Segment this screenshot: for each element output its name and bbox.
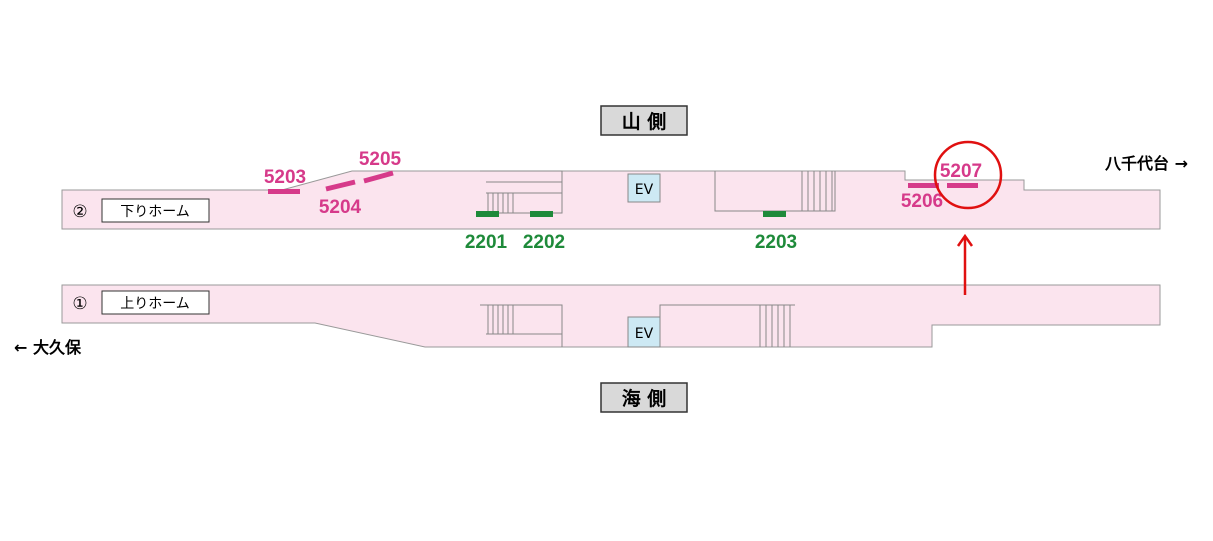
direction-okubo: ← 大久保 [14,338,82,357]
elevator: EV [627,316,661,348]
svg-text:海 側: 海 側 [622,387,667,410]
elevator: EV [627,173,661,203]
marker-2201-bar [476,211,499,217]
marker-2202-label: 2202 [523,232,565,253]
marker-2202-bar [530,211,553,217]
marker-5205-label: 5205 [359,149,402,170]
platform-1 [61,284,1161,348]
svg-text:上りホーム: 上りホーム [120,296,190,312]
svg-text:EV: EV [635,182,654,198]
platform-2 [61,170,1161,230]
direction-yachiyodai: 八千代台 → [1104,154,1188,173]
marker-2203-label: 2203 [755,232,797,253]
platform-2-label: ② 下りホーム [72,198,210,223]
marker-5206-label: 5206 [901,191,943,212]
marker-5204-label: 5204 [319,197,362,218]
marker-2201-label: 2201 [465,232,508,253]
staircase [480,170,563,214]
marker-5203-bar [268,189,300,194]
svg-text:②: ② [72,202,87,222]
marker-5207-bar [947,183,978,188]
svg-text:①: ① [72,294,87,314]
marker-5204-bar [325,179,356,192]
marker-2203-bar [763,211,786,217]
highlight-arrow [956,233,974,295]
svg-text:下りホーム: 下りホーム [120,204,190,220]
highlight-circle [933,140,1003,210]
sea-side-label: 海 側 [600,382,688,413]
marker-5205-bar [363,170,394,184]
mountain-side-label: 山 側 [600,105,688,136]
svg-text:EV: EV [635,326,654,342]
svg-text:山 側: 山 側 [622,111,667,133]
marker-5207-label: 5207 [940,161,982,182]
marker-5203-label: 5203 [264,167,306,188]
staircase [480,304,563,347]
marker-5206-bar [908,183,939,188]
platform-1-label: ① 上りホーム [72,290,210,315]
